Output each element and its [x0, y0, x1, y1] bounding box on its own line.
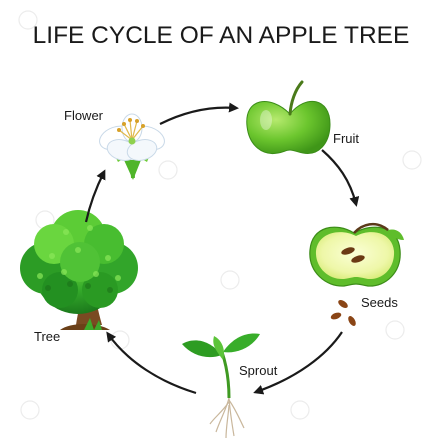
sprout-label: Sprout	[239, 363, 278, 378]
flower-label: Flower	[64, 108, 104, 123]
arrow-fruit-to-seeds	[322, 150, 356, 204]
fruit-label: Fruit	[333, 131, 359, 146]
diagram-title: LIFE CYCLE OF AN APPLE TREE	[33, 22, 410, 49]
apple-icon	[247, 82, 330, 154]
sprout-icon	[182, 334, 260, 438]
seeds-icon	[330, 298, 358, 327]
tree-icon	[20, 210, 138, 330]
arrow-flower-to-fruit	[160, 108, 236, 124]
seeds-label: Seeds	[361, 295, 398, 310]
half-apple-icon	[310, 224, 404, 286]
arrow-sprout-to-tree	[108, 334, 196, 393]
arrow-seeds-to-sprout	[256, 332, 342, 392]
arrow-tree-to-flower	[86, 172, 104, 222]
tree-label: Tree	[34, 329, 60, 344]
flower-icon	[96, 114, 167, 180]
